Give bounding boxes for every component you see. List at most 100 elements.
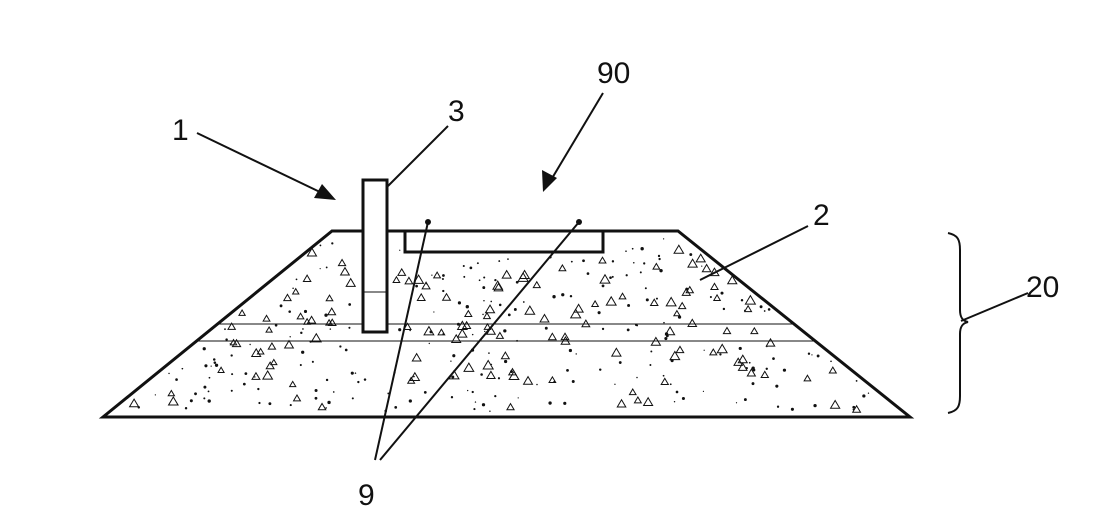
aggregate-dot: [258, 401, 261, 405]
aggregate-dot: [790, 407, 794, 411]
aggregate-dot: [331, 242, 334, 245]
aggregate-triangle: [539, 313, 550, 323]
aggregate-dot: [811, 354, 813, 356]
vertical-post: [361, 178, 389, 334]
aggregate-dot: [329, 328, 332, 330]
aggregate-triangle: [456, 328, 468, 338]
aggregate-dot: [570, 260, 573, 263]
aggregate-dot: [489, 410, 491, 413]
aggregate-dot: [743, 398, 747, 402]
aggregate-dot: [408, 399, 412, 403]
aggregate-dot: [575, 353, 577, 355]
aggregate-dot: [363, 378, 367, 381]
aggregate-dot: [776, 405, 780, 408]
aggregate-triangle: [687, 258, 699, 268]
aggregate-dot: [230, 389, 233, 392]
aggregate-triangle: [463, 309, 473, 318]
aggregate-dot: [319, 268, 321, 270]
aggregate-dot: [662, 374, 665, 377]
aggregate-triangle: [267, 342, 277, 350]
aggregate-dot: [566, 368, 569, 372]
aggregate-dot: [314, 389, 318, 393]
aggregate-dot: [490, 300, 493, 303]
aggregate-triangle: [423, 325, 435, 336]
aggregate-dot: [462, 264, 465, 268]
aggregate-triangle: [265, 325, 274, 333]
aggregate-dot: [548, 401, 552, 405]
aggregate-dot: [745, 367, 748, 370]
aggregate-triangle: [743, 304, 753, 313]
aggregate-dot: [702, 390, 705, 392]
aggregate-dot: [503, 329, 507, 333]
aggregate-dot: [659, 268, 663, 273]
aggregate-dot: [324, 313, 328, 317]
aggregate-dot: [490, 363, 493, 365]
aggregate-dot: [673, 400, 676, 403]
aggregate-dot: [332, 391, 335, 393]
aggregate-dot: [415, 284, 418, 288]
aggregate-dot: [189, 399, 193, 403]
aggregate-dot: [207, 399, 211, 403]
aggregate-triangle: [524, 305, 536, 315]
aggregate-dot: [862, 394, 866, 398]
aggregate-triangle: [672, 309, 681, 317]
aggregate-dot: [484, 330, 486, 333]
aggregate-triangle: [618, 292, 627, 300]
aggregate-dot: [722, 307, 726, 311]
aggregate-dot: [450, 396, 454, 399]
aggregate-dot: [645, 298, 649, 302]
aggregate-dot: [640, 247, 644, 251]
aggregate-dot: [325, 378, 329, 382]
aggregate-dot: [213, 361, 217, 364]
aggregate-dot: [288, 310, 291, 313]
aggregate-triangle: [716, 343, 729, 354]
aggregate-triangle: [310, 332, 322, 343]
aggregate-triangle: [710, 282, 719, 290]
aggregate-dot: [339, 345, 342, 348]
aggregate-triangle: [167, 389, 176, 397]
aggregate-triangle: [231, 338, 242, 348]
aggregate-triangle: [461, 320, 472, 329]
aggregate-dot: [225, 338, 228, 341]
aggregate-dot: [433, 311, 435, 313]
aggregate-triangle: [722, 326, 732, 335]
aggregate-dot: [772, 357, 775, 360]
aggregate-dot: [230, 354, 233, 357]
aggregate-triangle: [660, 377, 670, 386]
aggregate-triangle: [548, 375, 557, 383]
aggregate-dot: [184, 406, 188, 410]
aggregate-dot: [765, 367, 768, 370]
aggregate-dot: [465, 305, 469, 309]
aggregate-dot: [740, 299, 744, 302]
aggregate-dot: [867, 392, 870, 394]
aggregate-dot: [431, 274, 433, 276]
aggregate-dot: [599, 368, 602, 371]
aggregate-dot: [586, 272, 590, 275]
aggregate-triangle: [669, 350, 681, 361]
aggregate-triangle: [547, 332, 558, 341]
aggregate-triangle: [463, 362, 475, 372]
aggregate-dot: [168, 372, 170, 375]
aggregate-triangle: [238, 309, 247, 316]
aggregate-triangle: [677, 301, 687, 310]
aggregate-dot: [631, 247, 634, 250]
aggregate-dot: [481, 403, 486, 407]
aggregate-dot: [476, 262, 479, 265]
aggregate-triangle: [633, 396, 643, 404]
aggregate-dot: [569, 294, 573, 298]
aggregate-dot: [257, 387, 260, 391]
aggregate-dot: [203, 397, 206, 400]
aggregate-dot: [413, 375, 415, 378]
aggregate-triangle: [828, 366, 838, 374]
aggregate-dot: [544, 326, 548, 330]
aggregate-dot: [208, 376, 211, 379]
aggregate-dot: [289, 336, 291, 338]
aggregate-triangle: [803, 374, 812, 382]
aggregate-dot: [137, 406, 141, 409]
aggregate-dot: [466, 389, 469, 392]
aggregate-dot: [441, 277, 444, 280]
aggregate-dot: [488, 352, 490, 354]
aggregate-triangle: [482, 359, 495, 370]
